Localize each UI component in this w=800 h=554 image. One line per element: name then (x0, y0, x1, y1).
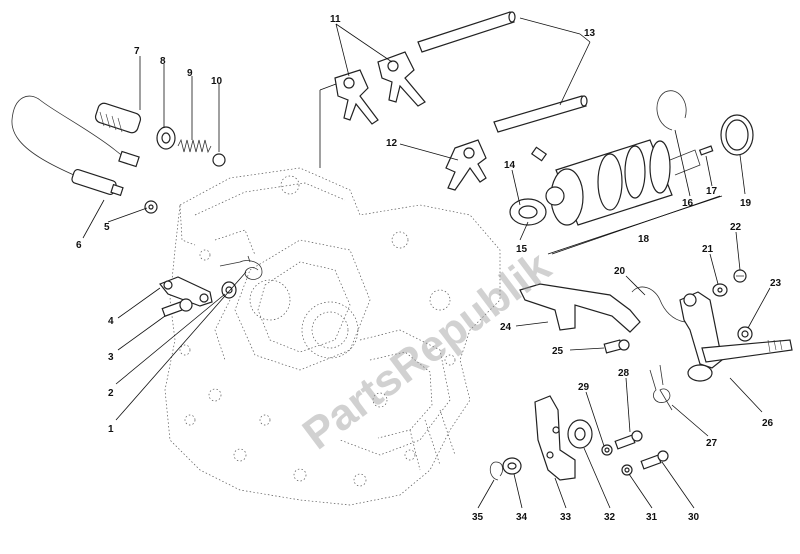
crankcase (164, 167, 501, 506)
callout-1: 1 (108, 424, 114, 435)
watermark: PartsRepublik (294, 242, 560, 460)
callout-30: 30 (688, 512, 700, 523)
shift-fork (445, 139, 487, 191)
callout-16: 16 (682, 198, 694, 209)
fork-shafts (417, 11, 588, 133)
callout-4: 4 (108, 316, 114, 327)
callout-10: 10 (211, 76, 223, 87)
plate-bolt (603, 339, 630, 354)
bracket-plate (534, 395, 576, 481)
sealing-washer (156, 126, 176, 150)
callout-18: 18 (638, 234, 650, 245)
neutral-sensor-cable (11, 95, 137, 197)
eccentric-washer (567, 419, 593, 449)
callout-32: 32 (604, 512, 616, 523)
lever-washer (221, 281, 237, 299)
callout-31: 31 (646, 512, 658, 523)
shift-plate (519, 283, 641, 333)
small-washer-29 (601, 444, 613, 456)
callout-13: 13 (584, 28, 596, 39)
callout-labels: 1 2 3 4 5 6 7 8 9 10 11 12 13 14 15 16 1… (76, 14, 782, 523)
callout-25: 25 (552, 346, 564, 357)
drum-ring (720, 114, 754, 156)
drum-pin (698, 145, 714, 156)
shift-forks-pair (334, 51, 426, 125)
shift-shaft (679, 291, 793, 382)
selector-drum (545, 139, 701, 226)
callout-29: 29 (578, 382, 590, 393)
lever-spring (219, 255, 263, 280)
leader-lines (82, 17, 771, 509)
callout-17: 17 (706, 186, 718, 197)
circlip-small (733, 269, 747, 283)
callout-8: 8 (160, 56, 166, 67)
switch-body (94, 102, 142, 168)
callout-6: 6 (76, 240, 82, 251)
callout-15: 15 (516, 244, 528, 255)
callout-19: 19 (740, 198, 752, 209)
washer-31 (621, 464, 633, 476)
callout-14: 14 (504, 160, 516, 171)
bolt-30 (640, 450, 669, 470)
callout-5: 5 (104, 222, 110, 233)
callout-20: 20 (614, 266, 626, 277)
small-washer (144, 200, 158, 214)
callout-7: 7 (134, 46, 140, 57)
shaft-seal (737, 326, 753, 342)
callout-3: 3 (108, 352, 114, 363)
lever-bolt (161, 298, 193, 317)
return-spring (649, 364, 673, 411)
pin (530, 146, 548, 162)
callout-9: 9 (187, 68, 193, 79)
callout-35: 35 (472, 512, 484, 523)
ball (212, 153, 226, 167)
callout-23: 23 (770, 278, 782, 289)
bolt-28 (614, 430, 643, 450)
circlip (656, 90, 687, 131)
circlip-35 (489, 461, 504, 481)
stop-lever (159, 276, 213, 307)
drum-washer (509, 198, 547, 226)
spring (177, 138, 212, 154)
callout-26: 26 (762, 418, 774, 429)
callout-11: 11 (330, 14, 341, 25)
callout-28: 28 (618, 368, 630, 379)
callout-24: 24 (500, 322, 512, 333)
washer-34 (502, 457, 522, 475)
callout-33: 33 (560, 512, 572, 523)
callout-34: 34 (516, 512, 528, 523)
callout-22: 22 (730, 222, 742, 233)
callout-21: 21 (702, 244, 714, 255)
callout-12: 12 (386, 138, 398, 149)
callout-27: 27 (706, 438, 718, 449)
shaft-washer (712, 283, 728, 297)
callout-2: 2 (108, 388, 114, 399)
